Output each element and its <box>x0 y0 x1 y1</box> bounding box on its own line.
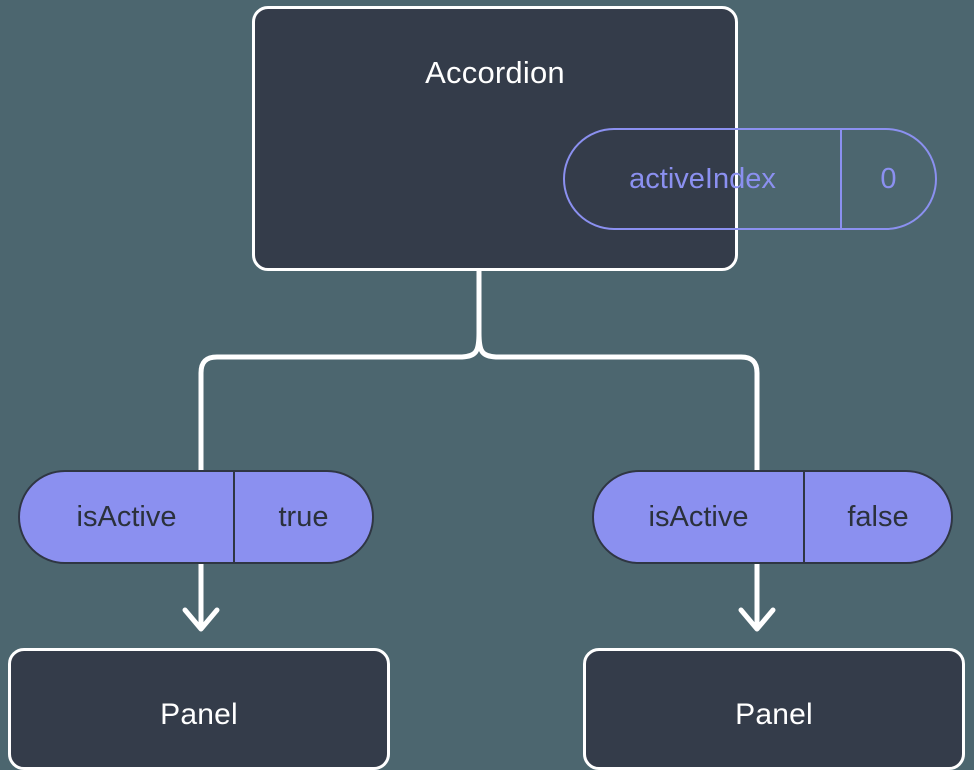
prop-pill-key-right: isActive <box>648 500 749 533</box>
prop-pill-key-left: isActive <box>76 500 177 533</box>
prop-pill-value-left: true <box>233 472 372 562</box>
state-pill-value: 0 <box>840 130 935 228</box>
edge-left-branch <box>198 332 482 470</box>
node-panel-right[interactable]: Panel <box>583 648 965 770</box>
prop-pill-value-right: false <box>803 472 951 562</box>
prop-pill-isactive-right[interactable]: isActive false <box>592 470 953 564</box>
arrow-down-icon-left-head <box>182 607 220 632</box>
state-pill-active-index[interactable]: activeIndex 0 <box>563 128 937 230</box>
node-panel-right-title: Panel <box>735 698 813 731</box>
arrow-down-icon-right-head <box>738 607 776 632</box>
prop-pill-isactive-left[interactable]: isActive true <box>18 470 374 564</box>
node-accordion-title: Accordion <box>425 55 565 90</box>
state-pill-key: activeIndex <box>629 162 776 195</box>
edge-right-branch <box>476 332 760 470</box>
node-panel-left-title: Panel <box>160 698 238 731</box>
node-panel-left[interactable]: Panel <box>8 648 390 770</box>
node-accordion[interactable]: Accordion activeIndex 0 <box>252 6 937 271</box>
